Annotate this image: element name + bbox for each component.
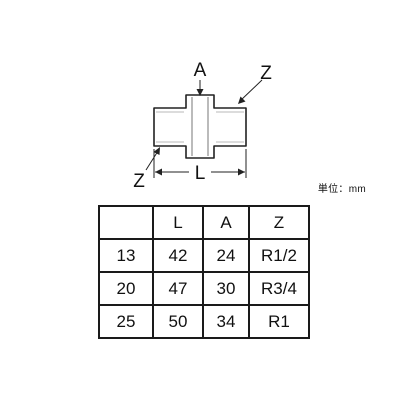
table-header-cell: A [202, 205, 250, 240]
table-cell: 20 [98, 271, 154, 306]
leader-line-z-top [239, 79, 263, 102]
dimension-table: L A Z 13 42 24 R1/2 20 47 30 R3/4 25 50 … [98, 205, 310, 339]
dimension-arrow-left [155, 168, 162, 176]
label-l: L [195, 163, 206, 184]
unit-label: 単位：mm [317, 184, 366, 195]
table-row: 13 42 24 R1/2 [98, 238, 310, 273]
table-header-cell [98, 205, 154, 240]
fitting-diagram: A Z Z L [133, 60, 272, 192]
fitting-outline [153, 94, 247, 159]
table-cell: R1/2 [248, 238, 310, 273]
leader-arrow-a [196, 89, 204, 96]
leader-arrow-z-top [238, 96, 246, 104]
table-row: 25 50 34 R1 [98, 304, 310, 339]
table-cell: R3/4 [248, 271, 310, 306]
table-cell: 50 [152, 304, 204, 339]
table-cell: 24 [202, 238, 250, 273]
leader-line-z-bottom [145, 150, 159, 171]
table-cell: 25 [98, 304, 154, 339]
table-header-row: L A Z [98, 205, 310, 240]
leader-arrow-z-bottom [153, 147, 160, 155]
table-cell: 30 [202, 271, 250, 306]
label-a: A [194, 60, 207, 81]
label-z-top: Z [260, 63, 272, 84]
table-cell: 34 [202, 304, 250, 339]
table-row: 20 47 30 R3/4 [98, 271, 310, 306]
table-header-cell: Z [248, 205, 310, 240]
table-header-cell: L [152, 205, 204, 240]
dimension-arrow-right [238, 168, 245, 176]
label-z-bottom: Z [133, 171, 145, 192]
table-cell: R1 [248, 304, 310, 339]
table-cell: 42 [152, 238, 204, 273]
table-cell: 47 [152, 271, 204, 306]
table-cell: 13 [98, 238, 154, 273]
